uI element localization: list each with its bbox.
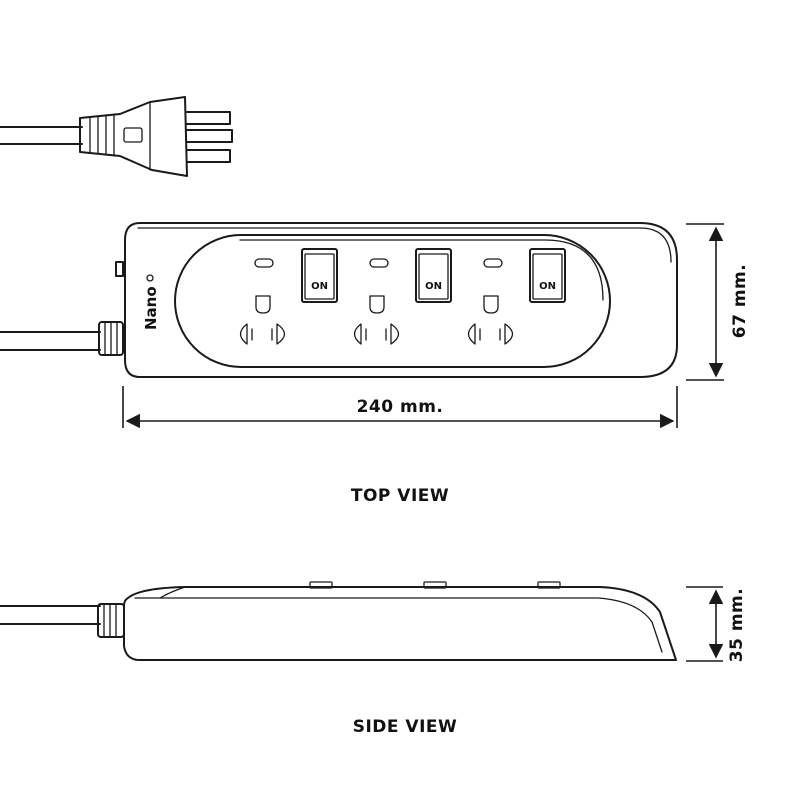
switch-1[interactable] [301, 248, 338, 303]
width-label: 240 mm. [357, 397, 444, 417]
switch-2-label: ON [425, 281, 442, 292]
earth-pin-hole [369, 295, 385, 314]
socket-group-3: ON [467, 248, 566, 345]
strip-body-top [124, 222, 678, 378]
brand-logo: Nano [142, 286, 160, 330]
earth-pin-hole [483, 295, 499, 314]
top-view: Nano ON ON [0, 222, 750, 506]
depth-dimension: 67 mm. [686, 223, 750, 381]
depth-label: 67 mm. [730, 264, 750, 338]
width-dimension: 240 mm. [122, 386, 678, 429]
side-switch-2 [423, 581, 447, 589]
indicator-light [483, 258, 503, 268]
live-pin-hole [239, 323, 248, 345]
neutral-pin-hole [390, 323, 400, 345]
neutral-pin-hole [504, 323, 514, 345]
switch-3[interactable] [529, 248, 566, 303]
plug [0, 96, 233, 177]
switch-1-label: ON [311, 281, 328, 292]
indicator-light [369, 258, 389, 268]
height-dimension: 35 mm. [686, 586, 747, 662]
side-view: 35 mm. SIDE VIEW [0, 581, 747, 737]
switch-3-label: ON [539, 281, 556, 292]
neutral-pin-hole [276, 323, 286, 345]
side-switch-1 [309, 581, 333, 589]
side-switch-3 [537, 581, 561, 589]
socket-group-2: ON [353, 248, 452, 345]
top-view-caption: TOP VIEW [351, 486, 449, 506]
live-pin-hole [353, 323, 362, 345]
live-pin-hole [467, 323, 476, 345]
strip-body-side [123, 586, 677, 661]
outlet-panel [174, 234, 611, 368]
indicator-light [254, 258, 274, 268]
side-view-caption: SIDE VIEW [353, 717, 458, 737]
earth-pin-hole [255, 295, 271, 314]
switch-2[interactable] [415, 248, 452, 303]
socket-group-1: ON [239, 248, 338, 345]
height-label: 35 mm. [727, 588, 747, 662]
